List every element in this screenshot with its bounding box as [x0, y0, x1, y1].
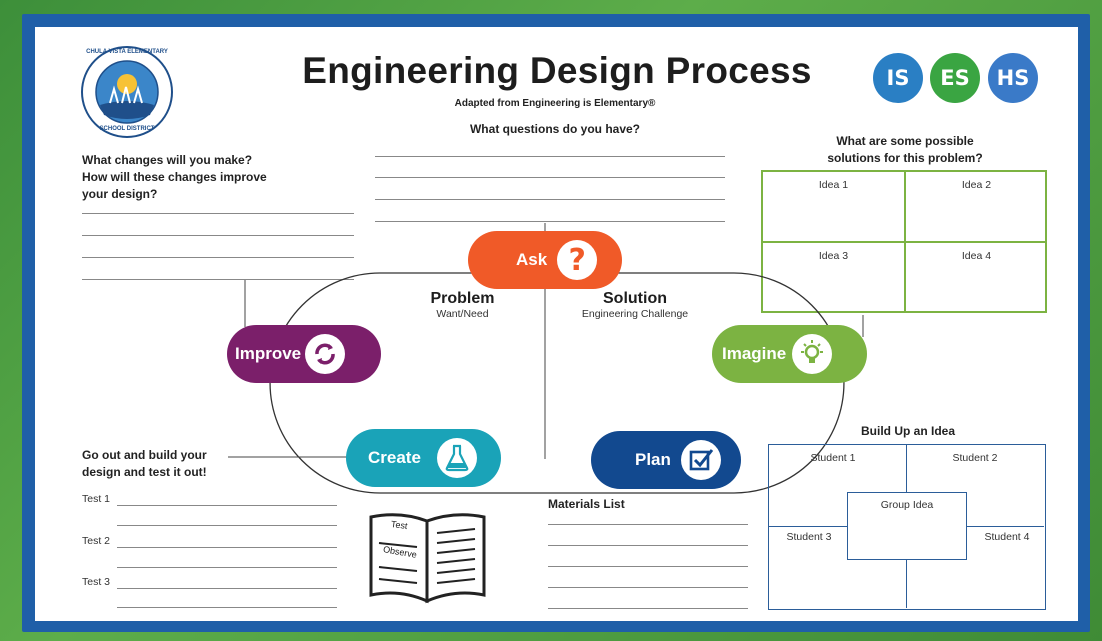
materials-line[interactable]: [548, 608, 748, 609]
imagine-question-line1: What are some possible: [836, 134, 974, 148]
ask-question: What questions do you have?: [469, 122, 640, 136]
idea-grid-divider: [763, 241, 1045, 243]
improve-answer-line[interactable]: [82, 257, 354, 258]
ask-answer-line[interactable]: [375, 177, 725, 178]
student-4-label: Student 4: [984, 531, 1030, 543]
idea-4-label: Idea 4: [961, 250, 992, 262]
logo-text-bottom: SCHOOL DISTRICT: [99, 126, 155, 132]
group-idea-label: Group Idea: [880, 499, 934, 511]
page-title: Engineering Design Process: [302, 50, 812, 91]
improve-answer-line[interactable]: [82, 213, 354, 214]
improve-answer-line[interactable]: [82, 279, 354, 280]
test-1-line[interactable]: [117, 505, 337, 506]
idea-grid: Idea 1 Idea 2 Idea 3 Idea 4: [761, 170, 1047, 313]
badge-es-label: ES: [940, 66, 970, 90]
student-3-cell[interactable]: Student 3: [769, 524, 849, 543]
materials-list-title: Materials List: [548, 497, 625, 511]
solution-block: Solution Engineering Challenge: [565, 290, 705, 320]
improve-step-button[interactable]: Improve: [227, 325, 381, 383]
imagine-question-line2: solutions for this problem?: [827, 151, 983, 165]
book-test-label: Test: [390, 518, 409, 532]
badge-es: ES: [930, 53, 980, 103]
create-instructions: Go out and build your design and test it…: [82, 447, 282, 481]
improve-question-line3: your design?: [82, 187, 158, 201]
test-3-label: Test 3: [82, 576, 111, 588]
plan-step-button[interactable]: Plan: [591, 431, 741, 489]
idea-2-label: Idea 2: [961, 179, 992, 191]
imagine-question: What are some possible solutions for thi…: [765, 133, 1045, 167]
create-step-label: Create: [368, 448, 421, 467]
solution-title: Solution: [603, 290, 667, 307]
build-up-title: Build Up an Idea: [860, 424, 955, 438]
badge-is-label: IS: [886, 66, 910, 90]
worksheet: CHULA VISTA ELEMENTARY SCHOOL DISTRICT E…: [35, 27, 1078, 621]
idea-1-label: Idea 1: [818, 179, 849, 191]
lightbulb-icon: [792, 334, 833, 374]
student-3-label: Student 3: [786, 531, 832, 543]
imagine-step-label: Imagine: [722, 344, 787, 363]
idea-cell-1[interactable]: Idea 1: [763, 172, 904, 241]
test-1-label: Test 1: [82, 493, 111, 505]
improve-question-line1: What changes will you make?: [82, 153, 253, 167]
district-logo: CHULA VISTA ELEMENTARY SCHOOL DISTRICT: [80, 45, 174, 139]
improve-step-label: Improve: [235, 344, 302, 363]
test-1-line-2[interactable]: [117, 525, 337, 526]
improve-question-line2: How will these changes improve: [82, 170, 267, 184]
badge-hs: HS: [988, 53, 1038, 103]
ask-answer-line[interactable]: [375, 199, 725, 200]
page-subtitle: Adapted from Engineering is Elementary®: [454, 98, 656, 109]
idea-cell-2[interactable]: Idea 2: [906, 172, 1047, 241]
student-2-cell[interactable]: Student 2: [907, 445, 1043, 464]
solution-subtitle: Engineering Challenge: [581, 308, 689, 320]
student-2-label: Student 2: [952, 452, 998, 464]
test-2-label: Test 2: [82, 535, 111, 547]
test-2-line-2[interactable]: [117, 567, 337, 568]
student-1-label: Student 1: [810, 452, 856, 464]
logo-text-top: CHULA VISTA ELEMENTARY: [86, 49, 168, 55]
idea-cell-3[interactable]: Idea 3: [763, 243, 904, 312]
problem-block: Problem Want/Need: [405, 290, 520, 320]
improve-answer-line[interactable]: [82, 235, 354, 236]
build-up-grid: Student 1 Student 2 Student 3 Student 4 …: [768, 444, 1046, 610]
open-book-icon: Test Observe: [365, 511, 490, 606]
idea-cell-4[interactable]: Idea 4: [906, 243, 1047, 312]
materials-line[interactable]: [548, 587, 748, 588]
flask-icon: [436, 438, 477, 478]
badge-hs-label: HS: [996, 66, 1030, 90]
create-instructions-line1: Go out and build your: [82, 448, 207, 462]
ask-answer-line[interactable]: [375, 156, 725, 157]
idea-3-label: Idea 3: [818, 250, 849, 262]
question-icon: ?: [557, 240, 598, 280]
improve-question: What changes will you make? How will the…: [82, 152, 362, 203]
test-3-line[interactable]: [117, 588, 337, 589]
materials-line[interactable]: [548, 566, 748, 567]
create-instructions-line2: design and test it out!: [82, 465, 207, 479]
plan-step-label: Plan: [635, 450, 671, 469]
badge-is: IS: [873, 53, 923, 103]
test-2-line[interactable]: [117, 547, 337, 548]
problem-subtitle: Want/Need: [436, 308, 489, 320]
imagine-step-button[interactable]: Imagine: [712, 325, 867, 383]
materials-line[interactable]: [548, 524, 748, 525]
student-4-cell[interactable]: Student 4: [967, 524, 1047, 543]
ask-answer-line[interactable]: [375, 221, 725, 222]
problem-title: Problem: [430, 290, 495, 307]
create-step-button[interactable]: Create: [346, 429, 501, 487]
cycle-arrows-icon: [305, 334, 346, 374]
group-idea-box[interactable]: Group Idea: [847, 492, 967, 560]
ask-step-button[interactable]: Ask ?: [468, 231, 622, 289]
student-1-cell[interactable]: Student 1: [769, 445, 897, 464]
checkbox-icon: [680, 440, 721, 480]
test-3-line-2[interactable]: [117, 607, 337, 608]
ask-step-label: Ask: [516, 250, 548, 269]
materials-line[interactable]: [548, 545, 748, 546]
